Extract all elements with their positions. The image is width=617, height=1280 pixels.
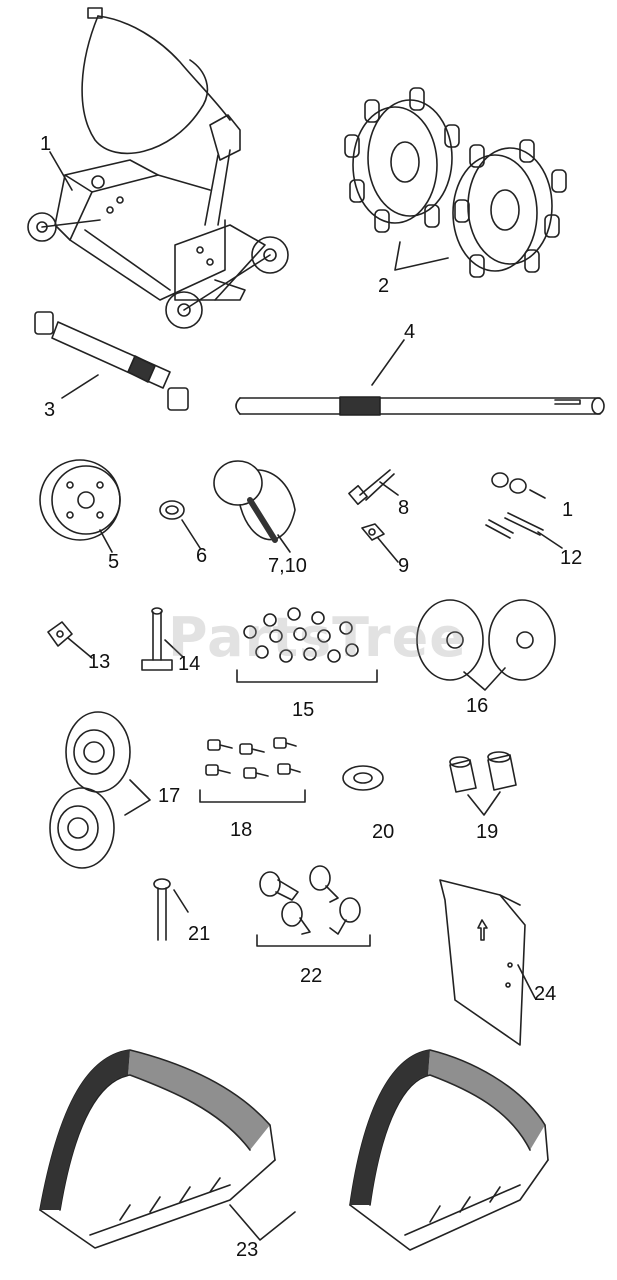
discs-drawing: [416, 599, 556, 691]
bolt-nut-drawing: [348, 469, 395, 541]
washers-pins-drawing: [485, 472, 544, 539]
callout-22: 22: [300, 965, 323, 987]
callout-3: 3: [44, 399, 56, 421]
callout-5: 5: [108, 551, 120, 573]
flange-bearings-drawing: [49, 711, 151, 869]
frame-assembly-drawing: [27, 7, 289, 329]
drive-shaft-drawing: [235, 396, 605, 416]
washer-drawing: [159, 500, 185, 520]
sprockets-drawing: [344, 87, 567, 278]
callout-18: 18: [230, 819, 253, 841]
callout-20: 20: [372, 821, 395, 843]
lock-washer-drawing: [342, 765, 384, 791]
callout-1-washers: 1: [562, 499, 574, 521]
bolts-22-drawing: [256, 865, 371, 947]
callout-21: 21: [188, 923, 211, 945]
callout-8: 8: [398, 497, 410, 519]
callout-1-frame: 1: [40, 133, 52, 155]
track-tread-pattern: [40, 1050, 545, 1210]
bushings-drawing: [449, 751, 517, 816]
bolts-18-drawing: [199, 737, 306, 803]
axle-tube-drawing: [34, 311, 189, 411]
callout-12: 12: [560, 547, 583, 569]
callout-13: 13: [88, 651, 111, 673]
callout-17: 17: [158, 785, 181, 807]
nuts-drawing: [236, 607, 378, 683]
callout-15: 15: [292, 699, 315, 721]
callout-7-10: 7,10: [268, 555, 307, 577]
callout-23: 23: [236, 1239, 259, 1261]
callout-24: 24: [534, 983, 557, 1005]
callout-19: 19: [476, 821, 499, 843]
bearing-cap-drawing: [213, 460, 296, 543]
callout-14: 14: [178, 653, 201, 675]
callout-2: 2: [378, 275, 390, 297]
carriage-bolt-drawing: [141, 607, 173, 671]
plate-drawing: [439, 879, 526, 1046]
callout-6: 6: [196, 545, 208, 567]
callout-4: 4: [404, 321, 416, 343]
leader-lines: [49, 151, 563, 999]
callout-9: 9: [398, 555, 410, 577]
gear-drawing: [39, 459, 121, 541]
watermark: PartsTree: [168, 606, 467, 669]
clip-drawing: [47, 621, 73, 647]
callout-16: 16: [466, 695, 489, 717]
screw-drawing: [153, 878, 189, 941]
